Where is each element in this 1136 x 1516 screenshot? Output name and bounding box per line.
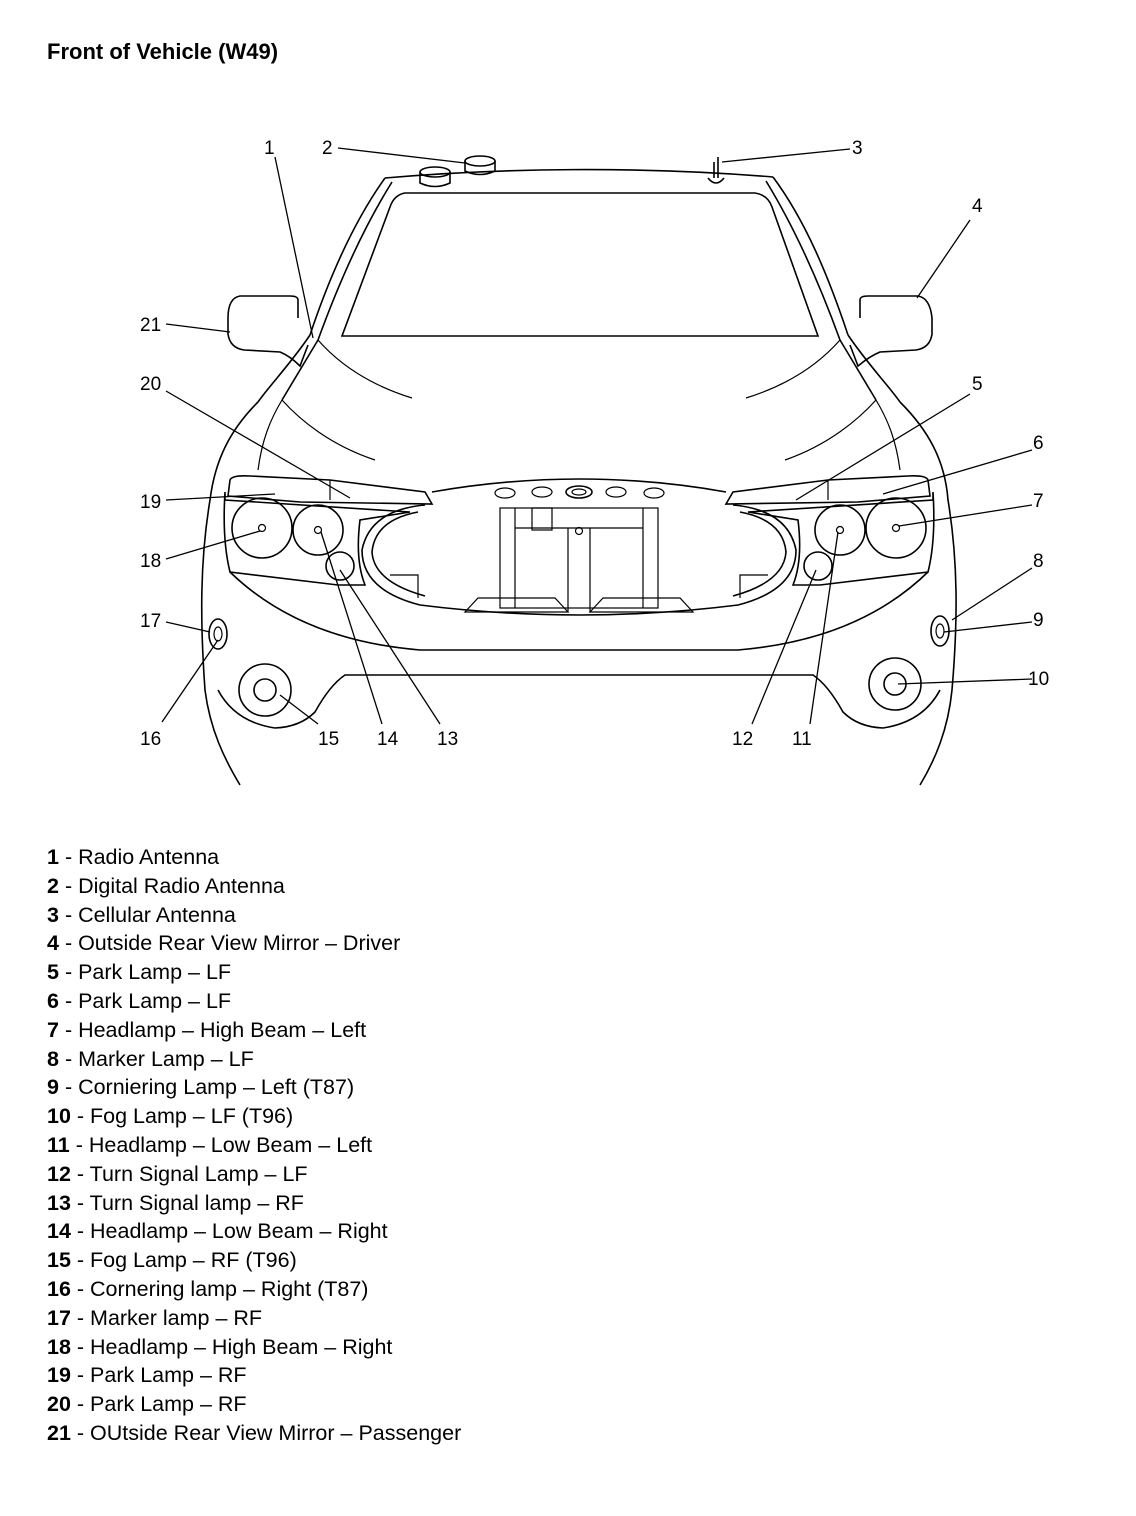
driver-mirror-icon xyxy=(849,295,933,368)
legend-list: 1 - Radio Antenna 2 - Digital Radio Ante… xyxy=(47,843,461,1448)
callout-14: 14 xyxy=(377,729,399,750)
grille xyxy=(229,478,929,651)
callout-18: 18 xyxy=(140,551,161,572)
callout-12: 12 xyxy=(732,729,753,750)
lower-bumper xyxy=(208,615,950,729)
legend-item: 16 - Cornering lamp – Right (T87) xyxy=(47,1276,369,1301)
callout-13: 13 xyxy=(437,729,458,750)
legend-item: 8 - Marker Lamp – LF xyxy=(47,1046,254,1071)
callout-21: 21 xyxy=(140,315,161,336)
legend-item: 13 - Turn Signal lamp – RF xyxy=(47,1190,304,1215)
legend-item: 7 - Headlamp – High Beam – Left xyxy=(47,1017,367,1042)
legend-item: 12 - Turn Signal Lamp – LF xyxy=(47,1161,308,1186)
callout-15: 15 xyxy=(318,729,339,750)
cornering-lamp-left-icon xyxy=(930,615,950,647)
callout-11: 11 xyxy=(792,729,812,750)
callout-6: 6 xyxy=(1033,433,1044,454)
page-title: Front of Vehicle (W49) xyxy=(47,39,279,64)
callout-5: 5 xyxy=(972,374,983,395)
legend-item: 3 - Cellular Antenna xyxy=(47,902,236,927)
legend-item: 18 - Headlamp – High Beam – Right xyxy=(47,1334,393,1359)
callout-2: 2 xyxy=(322,138,333,159)
passenger-mirror-icon xyxy=(227,295,309,368)
legend-item: 14 - Headlamp – Low Beam – Right xyxy=(47,1219,388,1244)
headlamp-cluster-right xyxy=(223,475,434,586)
callout-10: 10 xyxy=(1028,669,1049,690)
legend-item: 1 - Radio Antenna xyxy=(47,845,220,869)
callout-19: 19 xyxy=(140,492,161,513)
legend-item: 4 - Outside Rear View Mirror – Driver xyxy=(47,931,401,956)
antennas xyxy=(419,155,725,188)
digital-radio-antenna-icon xyxy=(419,155,496,188)
callout-labels: 1 2 3 4 5 6 7 8 9 10 11 12 13 14 15 16 1… xyxy=(140,138,1049,750)
callout-7: 7 xyxy=(1033,491,1044,512)
legend-item: 19 - Park Lamp – RF xyxy=(47,1363,247,1388)
leader-lines xyxy=(161,147,1033,725)
mirrors xyxy=(227,295,933,368)
cellular-antenna-icon xyxy=(707,157,725,184)
vehicle-body xyxy=(200,168,957,786)
legend-item: 2 - Digital Radio Antenna xyxy=(47,873,285,898)
legend-item: 9 - Corniering Lamp – Left (T87) xyxy=(47,1075,355,1100)
legend-item: 21 - OUtside Rear View Mirror – Passenge… xyxy=(47,1420,462,1445)
vehicle-front-diagram: 1 2 3 4 5 6 7 8 9 10 11 12 13 14 15 16 1… xyxy=(140,138,1049,786)
legend-item: 10 - Fog Lamp – LF (T96) xyxy=(47,1104,294,1129)
fog-lamp-left-icon xyxy=(868,657,922,711)
legend-item: 17 - Marker lamp – RF xyxy=(47,1305,263,1330)
callout-3: 3 xyxy=(852,138,863,159)
fog-lamp-right-icon xyxy=(238,663,292,717)
callout-9: 9 xyxy=(1033,610,1044,631)
legend-item: 15 - Fog Lamp – RF (T96) xyxy=(47,1248,297,1273)
callout-16: 16 xyxy=(140,729,161,750)
legend-item: 20 - Park Lamp – RF xyxy=(47,1392,247,1417)
headlamp-cluster-left xyxy=(724,475,935,586)
legend-item: 11 - Headlamp – Low Beam – Left xyxy=(47,1132,373,1157)
callout-4: 4 xyxy=(972,196,983,217)
callout-8: 8 xyxy=(1033,551,1044,572)
legend-item: 6 - Park Lamp – LF xyxy=(47,988,232,1013)
cornering-lamp-right-icon xyxy=(208,618,228,650)
callout-17: 17 xyxy=(140,611,161,632)
callout-1: 1 xyxy=(264,138,275,159)
legend-item: 5 - Park Lamp – LF xyxy=(47,960,232,985)
callout-20: 20 xyxy=(140,374,161,395)
